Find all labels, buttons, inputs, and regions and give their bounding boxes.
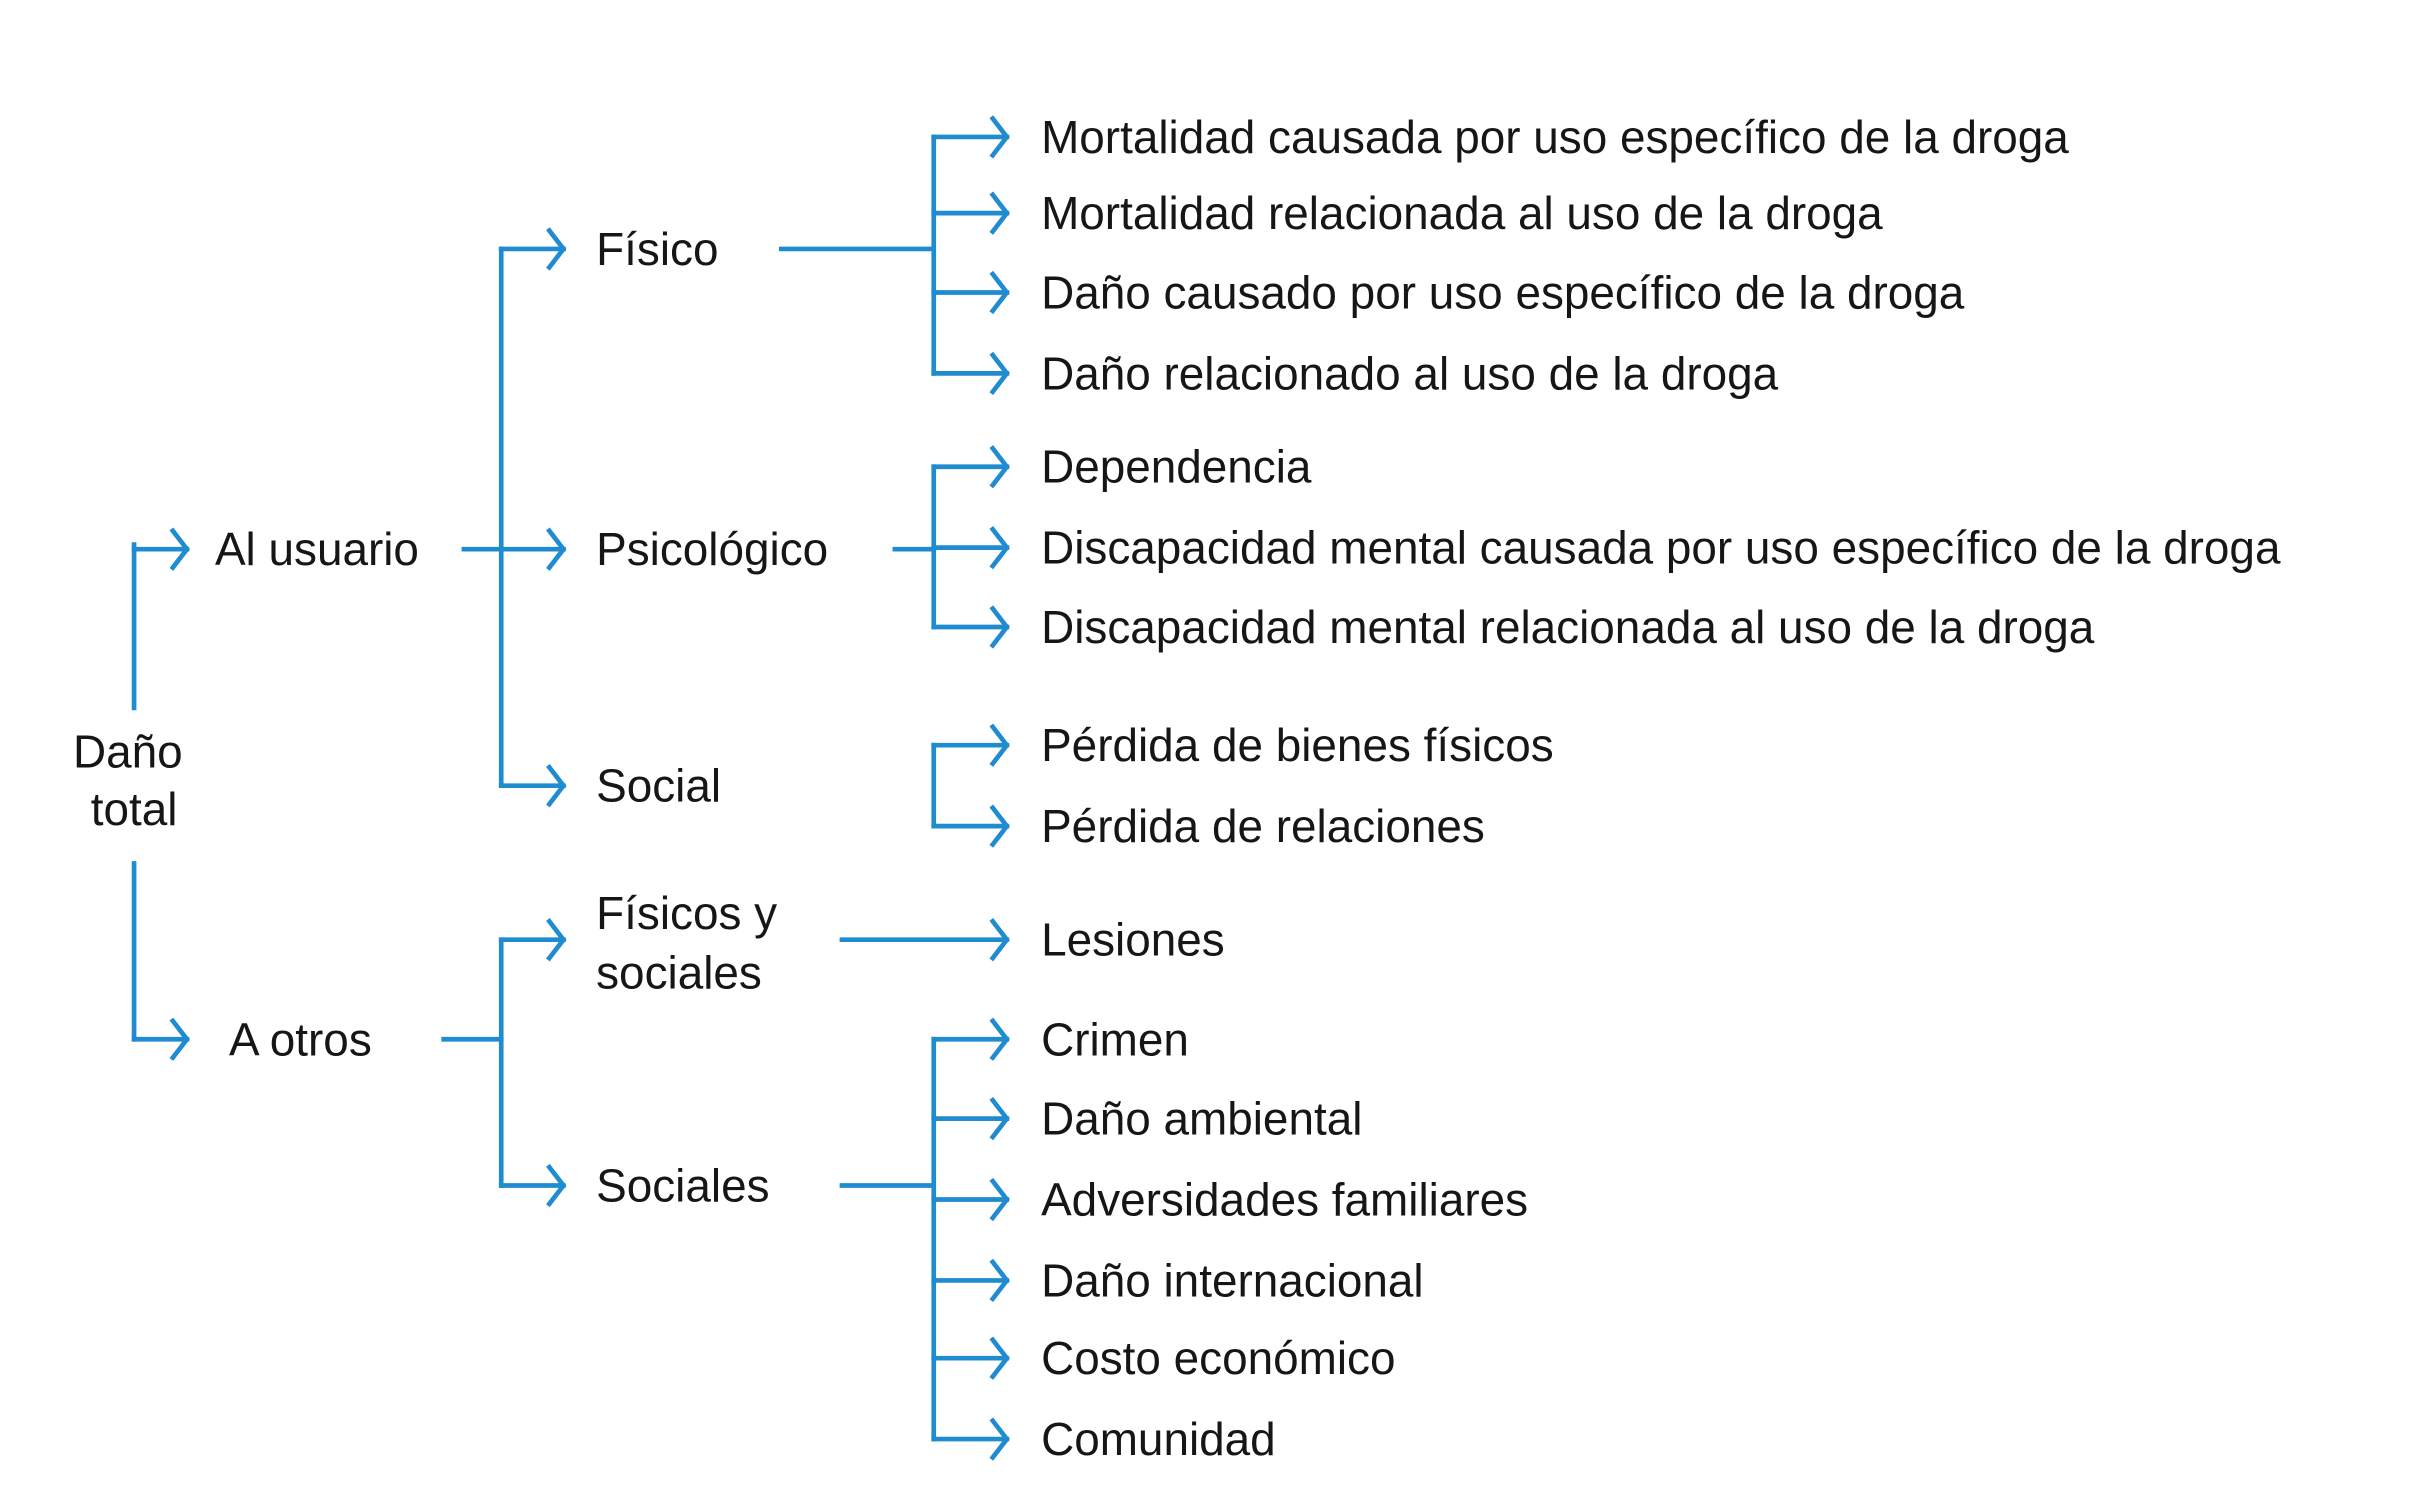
arrow-head-icon: [989, 918, 1010, 962]
leaf-item: Pérdida de bienes físicos: [1041, 719, 1554, 771]
node-social: Social: [596, 760, 721, 812]
leaf-item: Adversidades familiares: [1041, 1174, 1528, 1226]
node-psicologico: Psicológico: [596, 523, 828, 575]
arrow-head-icon: [546, 527, 567, 571]
node-al-usuario: Al usuario: [215, 523, 419, 575]
arrow-head-icon: [989, 1417, 1010, 1461]
leaf-item: Daño relacionado al uso de la droga: [1041, 347, 1779, 399]
leaf-item: Daño causado por uso específico de la dr…: [1041, 266, 1965, 318]
arrow-head-icon: [169, 1017, 190, 1061]
arrow-head-icon: [989, 445, 1010, 489]
leaf-item: Mortalidad causada por uso específico de…: [1041, 111, 2069, 163]
node-fisicos-y-sociales-line1: Físicos y: [596, 887, 777, 939]
arrow-head-icon: [989, 723, 1010, 767]
arrow-head-icon: [989, 1258, 1010, 1303]
leaf-item: Daño internacional: [1041, 1254, 1424, 1306]
leaf-item: Lesiones: [1041, 914, 1225, 966]
connector-lines: [131, 134, 1010, 1442]
arrow-head-icon: [546, 227, 567, 271]
leaf-item: Discapacidad mental relacionada al uso d…: [1041, 601, 2095, 653]
leaf-item: Daño ambiental: [1041, 1093, 1362, 1145]
leaf-item: Discapacidad mental causada por uso espe…: [1041, 522, 2281, 574]
node-fisico: Físico: [596, 223, 718, 275]
arrow-head-icon: [546, 764, 567, 808]
leaf-item: Comunidad: [1041, 1413, 1276, 1465]
root-label-line2: total: [91, 783, 178, 835]
arrow-head-icon: [989, 1096, 1010, 1141]
arrow-head-icon: [989, 525, 1010, 570]
arrow-head-icon: [989, 1017, 1010, 1061]
arrow-head-icon: [989, 804, 1010, 848]
arrow-head-icon: [546, 1163, 567, 1208]
arrow-head-icon: [989, 270, 1010, 315]
leaf-item: Mortalidad relacionada al uso de la drog…: [1041, 187, 1883, 239]
node-a-otros: A otros: [229, 1013, 372, 1065]
arrow-head-icon: [989, 1336, 1010, 1380]
leaf-items: Mortalidad causada por uso específico de…: [1041, 111, 2281, 1465]
arrow-head-icon: [989, 1177, 1010, 1222]
leaf-item: Dependencia: [1041, 441, 1312, 493]
root-label-line1: Daño: [73, 725, 183, 777]
arrow-head-icon: [169, 527, 190, 571]
arrow-head-icon: [989, 605, 1010, 649]
node-fisicos-y-sociales-line2: sociales: [596, 946, 762, 998]
arrow-head-icon: [989, 351, 1010, 396]
arrow-head-icon: [546, 918, 567, 962]
connector-arrows: [169, 115, 1010, 1461]
leaf-item: Costo económico: [1041, 1332, 1395, 1384]
leaf-item: Pérdida de relaciones: [1041, 800, 1485, 852]
arrow-head-icon: [989, 115, 1010, 159]
leaf-item: Crimen: [1041, 1013, 1189, 1065]
node-sociales: Sociales: [596, 1160, 769, 1212]
arrow-head-icon: [989, 191, 1010, 235]
